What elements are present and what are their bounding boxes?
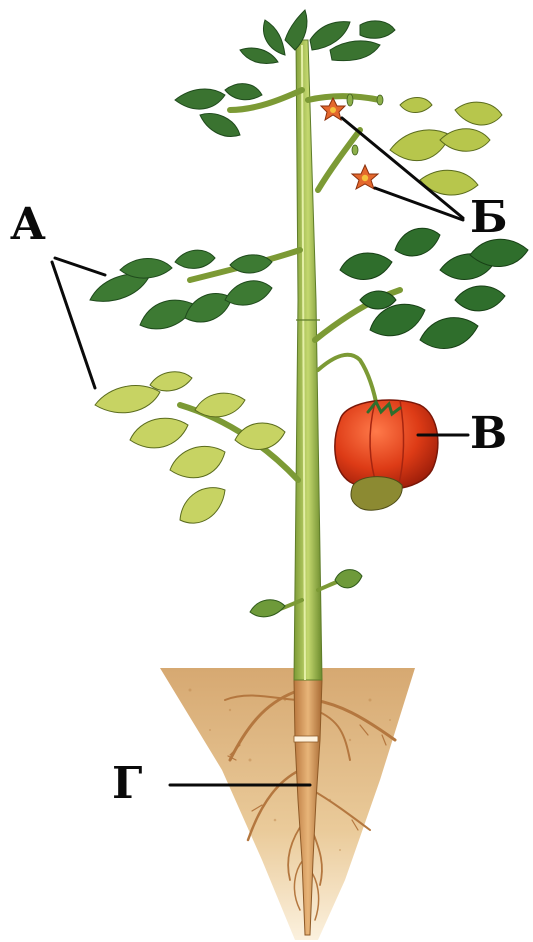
- soil: [160, 668, 415, 940]
- flower-2: [352, 165, 378, 189]
- label-g: Г: [112, 762, 142, 806]
- tomato-fruit: [335, 400, 438, 510]
- lower-left-leaf: [95, 372, 285, 523]
- root-collar: [294, 736, 318, 742]
- pointer-a-lower: [52, 262, 95, 388]
- pointer-a-upper: [55, 258, 105, 275]
- label-a: А: [10, 203, 46, 247]
- left-dark-leaf: [90, 250, 272, 329]
- right-dark-leaf: [340, 228, 528, 348]
- top-leaves: [175, 10, 395, 136]
- main-stem: [294, 40, 322, 680]
- label-b: Б: [470, 196, 508, 240]
- label-v: В: [470, 412, 507, 456]
- upper-right-leaves: [390, 98, 502, 196]
